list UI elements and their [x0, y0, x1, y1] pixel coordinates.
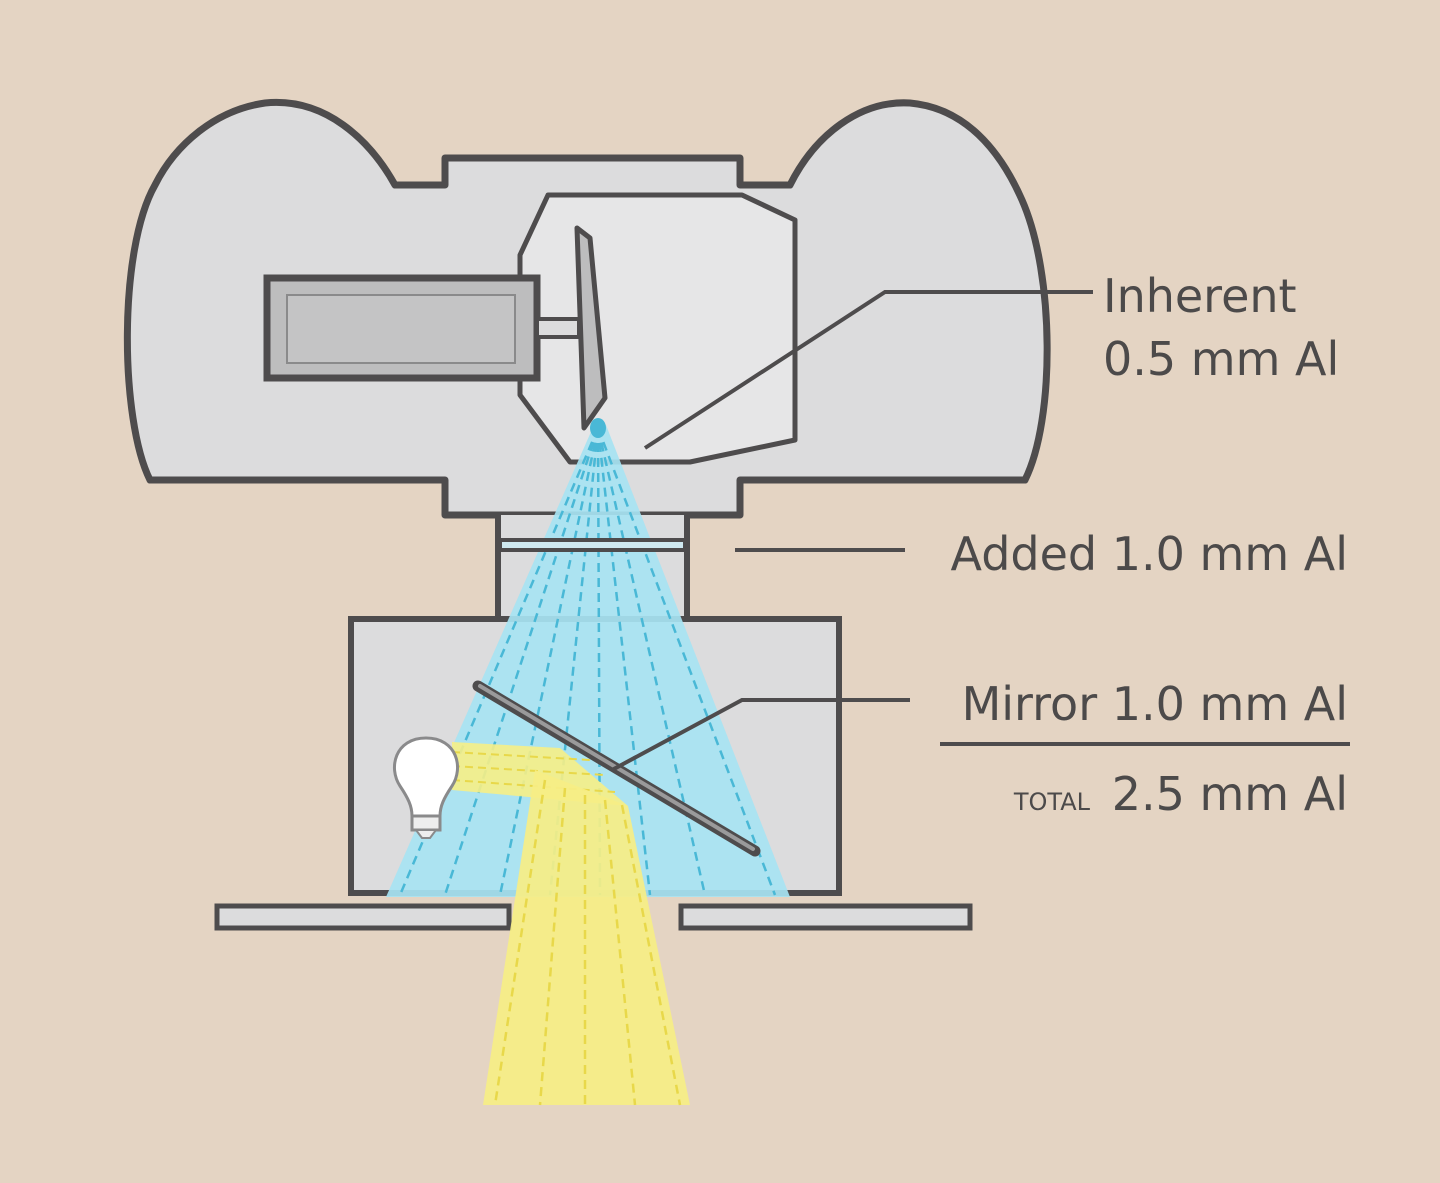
inherent-leader-line — [643, 290, 1093, 450]
added-label: Added 1.0 mm Al — [951, 527, 1348, 581]
light-bulb-icon — [392, 736, 460, 839]
mirror-leader-line — [611, 698, 910, 772]
added-filter — [498, 538, 687, 552]
total-value-label: 2.5 mm Al — [1112, 767, 1348, 821]
anode-target — [574, 225, 608, 431]
total-prefix-label: TOTAL — [1013, 788, 1091, 816]
mirror-label: Mirror 1.0 mm Al — [962, 677, 1348, 731]
base-plate-left — [214, 903, 512, 931]
focal-spot — [590, 418, 606, 438]
base-plate-right — [678, 903, 973, 931]
inherent-label-line2: 0.5 mm Al — [1103, 332, 1339, 386]
light-beam-out — [483, 770, 690, 1105]
inherent-label-line1: Inherent — [1103, 269, 1297, 323]
light-beam-out-lines — [493, 779, 682, 1106]
anode-stem — [535, 317, 581, 339]
cathode-inner — [286, 294, 516, 364]
